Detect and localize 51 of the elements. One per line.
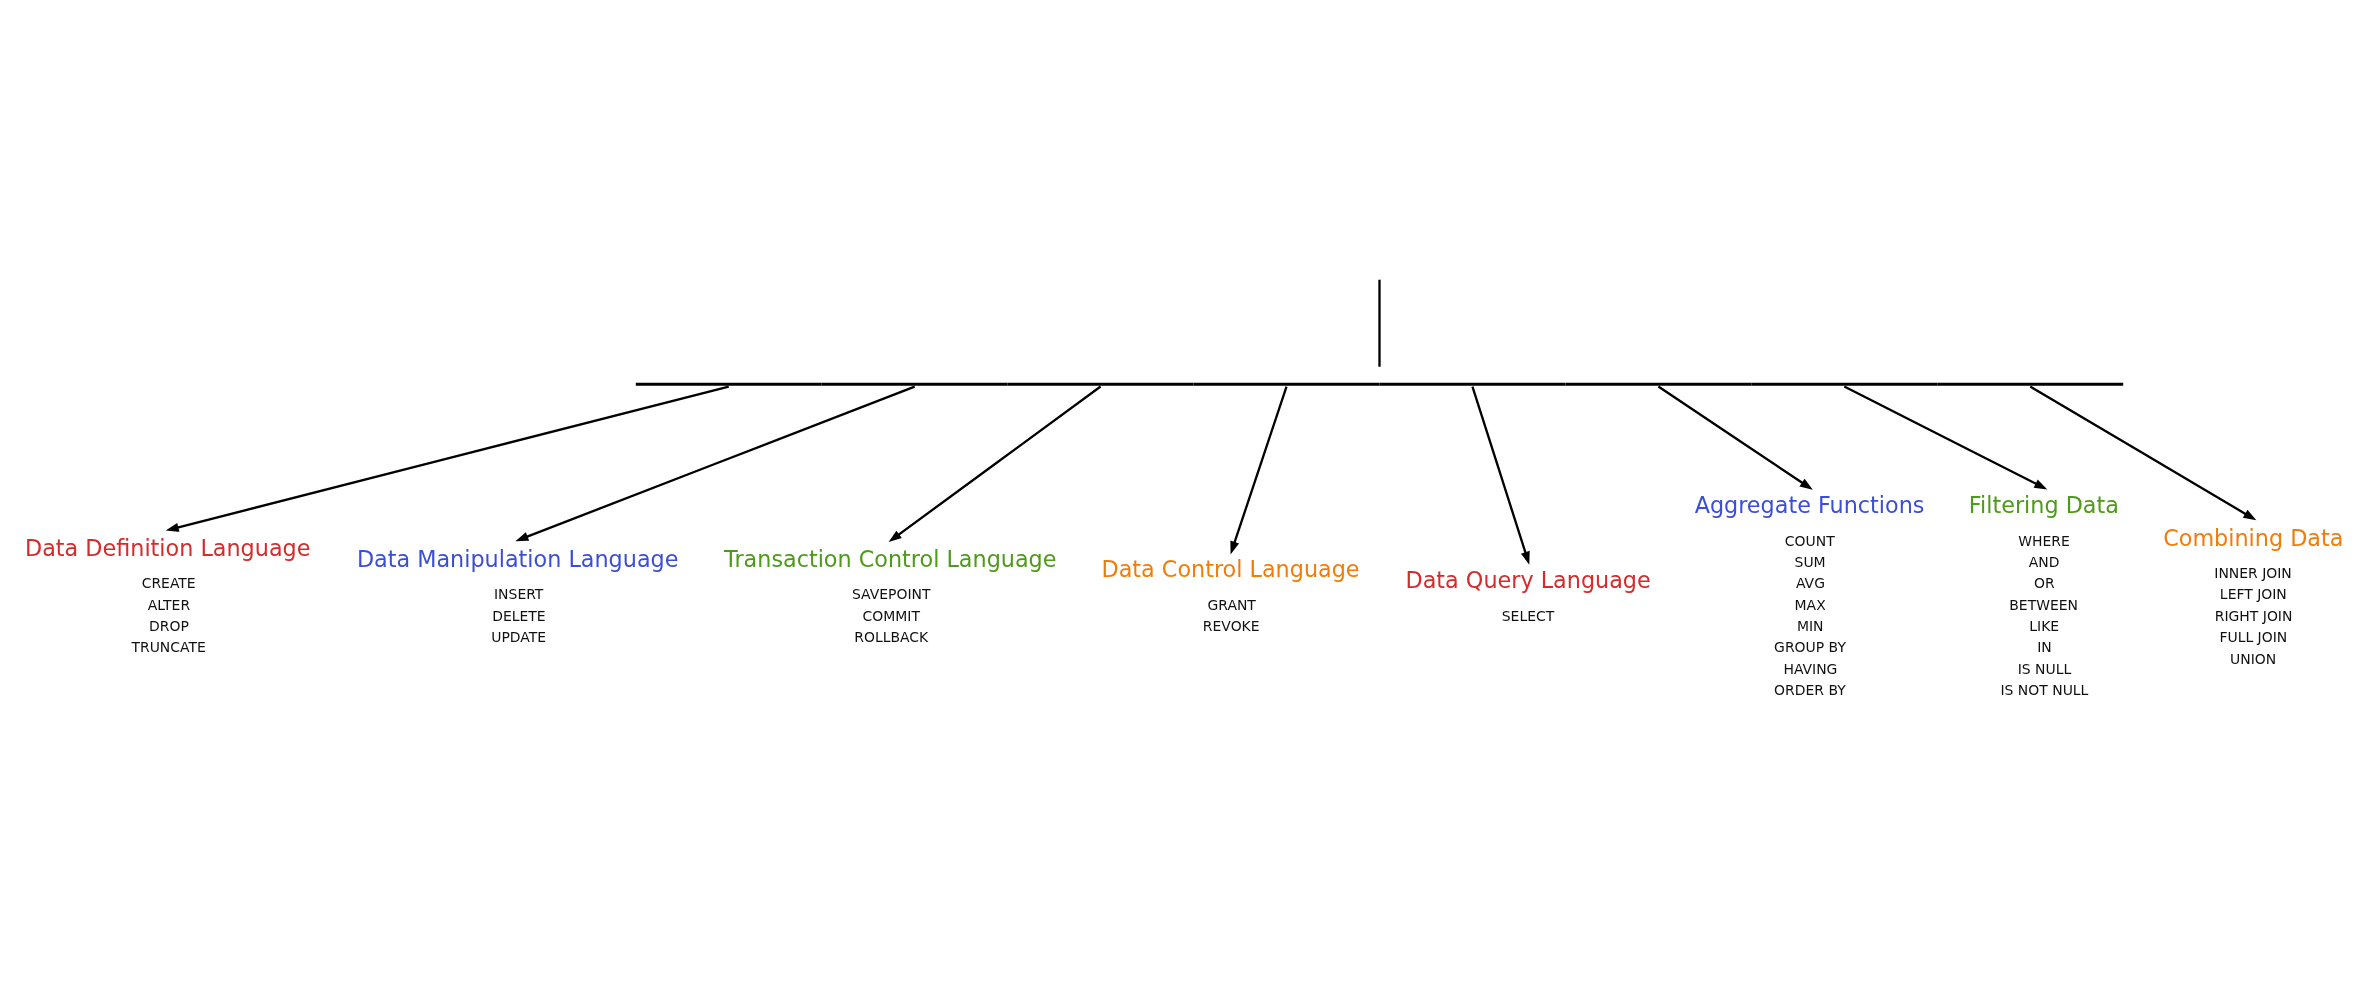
node-label: MAX <box>1794 596 1826 613</box>
node-label: DROP <box>149 618 189 635</box>
node-label: SAVEPOINT <box>851 586 931 603</box>
connector <box>1378 279 1381 367</box>
node-label: COMMIT <box>862 607 920 624</box>
node-label: BETWEEN <box>2009 596 2079 613</box>
node-text: Aggregate Functions <box>1694 492 1925 519</box>
node-label: REVOKE <box>1202 618 1260 635</box>
node-label: LIKE <box>2029 618 2060 635</box>
node-label: GRANT <box>1207 596 1256 613</box>
node-label: OR <box>2033 575 2055 592</box>
node-label: IS NOT NULL <box>2000 682 2089 699</box>
arrow <box>1471 386 1530 565</box>
node-label: INNER JOIN <box>2214 565 2292 582</box>
node-text: Data Control Language <box>1101 556 1360 583</box>
node-text: Data Definition Language <box>25 534 311 561</box>
node-label: ORDER BY <box>1774 682 1846 699</box>
arrow <box>2029 385 2257 521</box>
node-label: FULL JOIN <box>2219 629 2288 646</box>
node-label: MIN <box>1796 618 1824 635</box>
node-text: Data Query Language <box>1405 567 1651 594</box>
node-label: ALTER <box>147 596 191 613</box>
node-label: SUM <box>1794 553 1826 570</box>
node-label: IS NULL <box>2017 660 2072 677</box>
node-text: Filtering Data <box>1968 492 2119 519</box>
node-label: TRUNCATE <box>131 639 206 656</box>
node-label: ROLLBACK <box>854 629 929 646</box>
node-label: UPDATE <box>491 629 547 646</box>
node-text: Transaction Control Language <box>724 546 1057 573</box>
arrow <box>1657 385 1813 490</box>
arrow <box>888 385 1102 543</box>
node-label: SELECT <box>1501 607 1555 624</box>
node-label: UNION <box>2230 650 2277 667</box>
arrow <box>1843 385 2048 490</box>
arrow <box>515 385 916 542</box>
node-label: DELETE <box>492 607 546 624</box>
node-label: INSERT <box>494 586 544 603</box>
arrow <box>165 385 730 532</box>
node-text: Data Manipulation Language <box>356 546 679 573</box>
node-label: GROUP BY <box>1774 639 1846 656</box>
node-label: WHERE <box>2018 532 2070 549</box>
node-label: COUNT <box>1784 532 1835 549</box>
node-label: RIGHT JOIN <box>2214 607 2293 624</box>
node-label: AND <box>2028 553 2060 570</box>
node-label: CREATE <box>141 575 196 592</box>
node-label: HAVING <box>1783 660 1838 677</box>
arrow <box>1230 386 1288 555</box>
node-text: Combining Data <box>2163 524 2344 551</box>
node-label: LEFT JOIN <box>2219 586 2287 603</box>
node-label: AVG <box>1795 575 1825 592</box>
node-label: IN <box>2037 639 2052 656</box>
